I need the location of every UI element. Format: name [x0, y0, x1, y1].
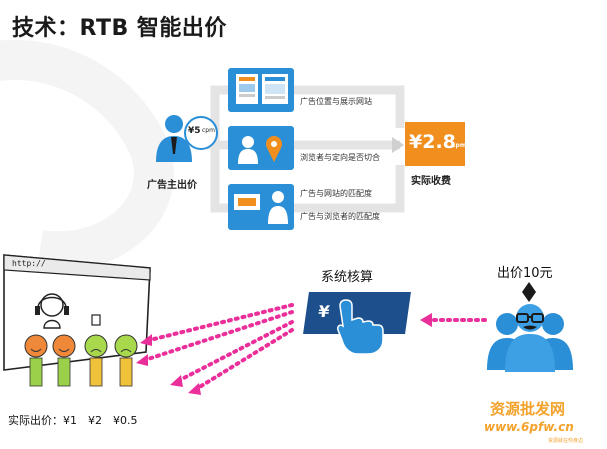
- watermark-slogan: 资源就在你身边: [548, 438, 584, 444]
- panel-ad-placement: [228, 68, 294, 112]
- advertiser-figure-icon: [156, 115, 192, 162]
- webpage-icon: [236, 74, 258, 104]
- bid-badge-unit: cpm: [202, 127, 215, 134]
- bid-badge-value: ¥5: [188, 126, 201, 136]
- bidder-group-icon: [487, 282, 573, 372]
- match-label-ad-site: 广告与网站的匹配度: [300, 189, 372, 198]
- match-label-targeting: 浏览者与定向是否切合: [300, 153, 380, 162]
- panel-ad-match: [228, 184, 294, 230]
- bidder-label: 出价10元: [497, 266, 553, 281]
- webpage-icon: [262, 74, 288, 104]
- panel-viewer-targeting: [228, 126, 294, 170]
- actual-price-box: ¥2.8 cpm: [405, 122, 467, 166]
- page-title: 技术：RTB 智能出价: [12, 16, 227, 41]
- actual-bids-text: 实际出价：¥1 ¥2 ¥0.5: [8, 414, 138, 427]
- advertiser-label: 广告主出价: [147, 180, 197, 191]
- system-currency-glyph: ¥: [316, 302, 331, 321]
- browser-address-text: http://: [12, 259, 46, 268]
- viewer-crowd-icon: [24, 334, 138, 387]
- viewer-location-icon: [238, 136, 282, 164]
- actual-price-unit: cpm: [452, 142, 467, 149]
- bid-badge: ¥5 cpm: [184, 116, 218, 150]
- match-label-placement: 广告位置与展示网站: [300, 97, 372, 106]
- hand-pointer-icon: [337, 299, 384, 355]
- actual-price-value: ¥2.8: [409, 131, 456, 153]
- ad-banner-icon: [234, 194, 260, 210]
- watermark-brand: 资源批发网: [490, 400, 566, 418]
- viewer-icon: [268, 191, 288, 224]
- match-label-ad-viewer: 广告与浏览者的匹配度: [300, 212, 380, 221]
- system-label: 系统核算: [321, 270, 374, 285]
- watermark-url: www.6pfw.cn: [484, 420, 574, 434]
- actual-charge-label: 实际收费: [411, 176, 451, 187]
